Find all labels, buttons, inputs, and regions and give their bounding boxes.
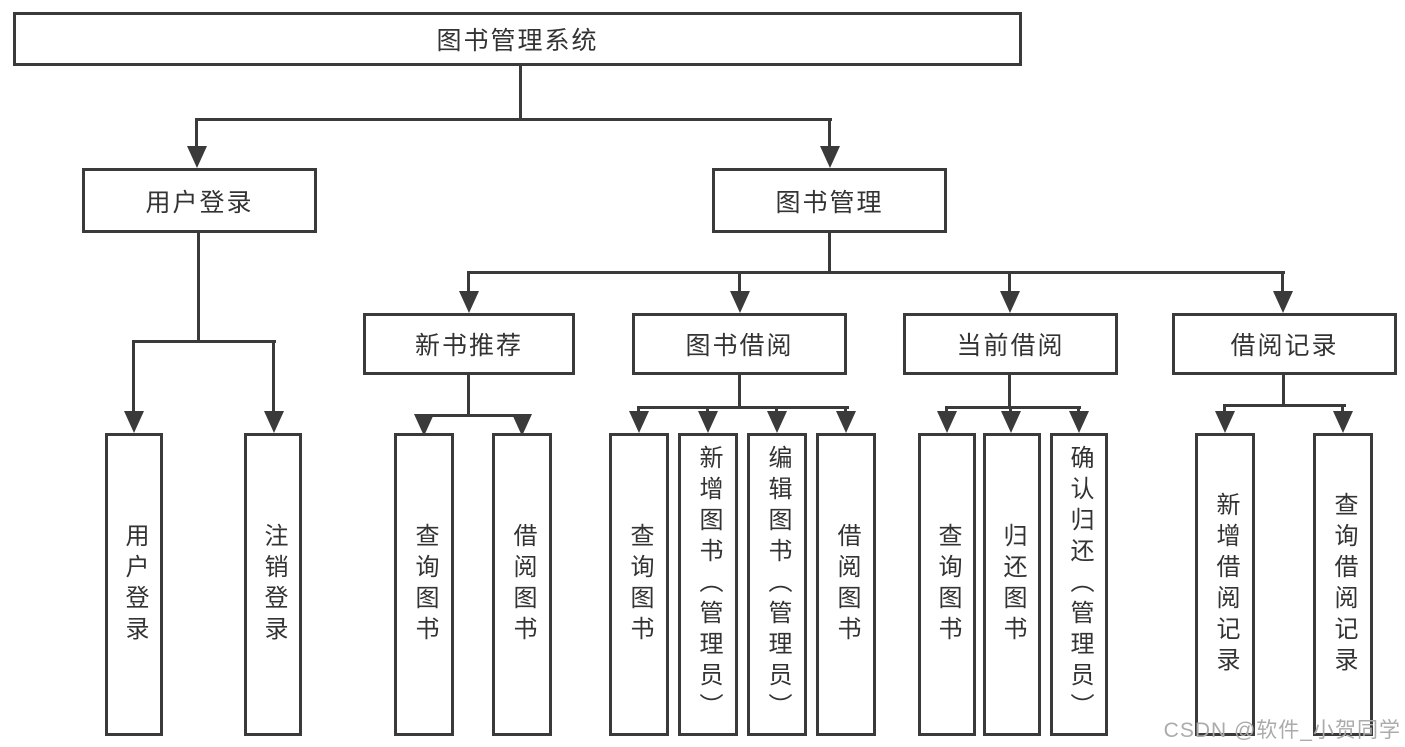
node-leaf-cb-return-book: 归还图书 — [983, 433, 1041, 736]
connector-arrow-book-borrow — [738, 271, 741, 291]
connector-rail-book-borrow — [637, 406, 849, 409]
node-leaf-bb-query-books-label: 查询图书 — [626, 522, 653, 647]
node-leaf-cb-query-books-label: 查询图书 — [934, 522, 961, 647]
connector-arrow-cb-return — [1009, 406, 1012, 411]
node-leaf-br-add-record-label: 新增借阅记录 — [1212, 491, 1239, 678]
node-leaf-cb-return-book-label: 归还图书 — [999, 522, 1026, 647]
connector-arrow-bb-edit — [775, 406, 778, 411]
connector-stem-book-borrow — [738, 375, 741, 409]
connector-arrow-bb-add — [706, 406, 709, 411]
node-leaf-bb-query-books: 查询图书 — [609, 433, 669, 736]
connector-arrow-cb-confirm — [1077, 406, 1080, 411]
connector-arrow-br-query — [1341, 404, 1344, 411]
node-borrow-records-label: 借阅记录 — [1230, 332, 1339, 360]
connector-stem-user-login — [197, 233, 200, 343]
node-leaf-bb-borrow-books-label: 借阅图书 — [833, 522, 860, 647]
node-current-borrow: 当前借阅 — [903, 313, 1118, 375]
connector-arrow-bb-query — [637, 406, 640, 411]
node-current-borrow-label: 当前借阅 — [956, 332, 1065, 360]
connector-rail-borrow-records — [1223, 404, 1346, 407]
connector-arrow-borrow-records — [1281, 271, 1284, 291]
node-user-login-label: 用户登录 — [145, 188, 254, 217]
connector-rail-new-book — [422, 414, 525, 417]
connector-stem-borrow-records — [1282, 375, 1285, 407]
node-book-management-label: 图书管理 — [775, 188, 884, 217]
node-root-label: 图书管理系统 — [436, 27, 599, 55]
node-new-book-recommend: 新书推荐 — [363, 313, 575, 375]
connector-stem-root — [519, 66, 522, 120]
connector-arrow-current-borrow — [1008, 271, 1011, 291]
node-leaf-cb-query-books: 查询图书 — [918, 433, 976, 736]
connector-arrow-br-add — [1223, 404, 1226, 411]
connector-rail-level1 — [196, 118, 832, 121]
connector-arrow-cb-query — [945, 406, 948, 411]
node-leaf-logout-label: 注销登录 — [260, 522, 287, 647]
connector-arrow-bb-borrow — [844, 406, 847, 411]
connector-arrow-user-login — [195, 118, 198, 146]
node-leaf-nb-query-books: 查询图书 — [394, 433, 454, 736]
connector-rail-current-borrow — [945, 406, 1081, 409]
node-book-management: 图书管理 — [712, 168, 947, 233]
node-leaf-nb-query-books-label: 查询图书 — [411, 522, 438, 647]
connector-arrow-leaf-logout — [272, 340, 275, 411]
node-user-login: 用户登录 — [82, 168, 317, 233]
node-leaf-bb-borrow-books: 借阅图书 — [816, 433, 876, 736]
connector-rail-level2 — [467, 271, 1285, 274]
node-leaf-nb-borrow-books-label: 借阅图书 — [509, 522, 536, 647]
connector-arrow-leaf-user-login — [132, 340, 135, 411]
connector-stem-book-management — [828, 233, 831, 274]
node-book-borrow: 图书借阅 — [632, 313, 847, 375]
node-root: 图书管理系统 — [13, 12, 1022, 66]
watermark: CSDN @软件_小贺同学 — [1163, 719, 1401, 742]
node-leaf-cb-confirm-return-admin: 确认归还（管理员） — [1050, 433, 1108, 736]
node-book-borrow-label: 图书借阅 — [685, 332, 794, 360]
node-leaf-user-login: 用户登录 — [105, 433, 163, 736]
node-borrow-records: 借阅记录 — [1172, 313, 1397, 375]
node-leaf-br-query-record-label: 查询借阅记录 — [1330, 491, 1357, 678]
node-leaf-br-query-record: 查询借阅记录 — [1313, 433, 1373, 736]
node-leaf-bb-add-book-admin: 新增图书（管理员） — [678, 433, 738, 736]
node-leaf-br-add-record: 新增借阅记录 — [1195, 433, 1255, 736]
node-leaf-cb-confirm-return-admin-label: 确认归还（管理员） — [1066, 445, 1093, 724]
connector-arrow-book-management — [828, 118, 831, 146]
connector-rail-user-login — [132, 340, 276, 343]
node-leaf-logout: 注销登录 — [244, 433, 302, 736]
node-leaf-bb-add-book-admin-label: 新增图书（管理员） — [695, 445, 722, 724]
node-leaf-bb-edit-book-admin-label: 编辑图书（管理员） — [764, 445, 791, 724]
node-leaf-nb-borrow-books: 借阅图书 — [492, 433, 552, 736]
node-new-book-recommend-label: 新书推荐 — [414, 332, 523, 360]
connector-arrow-new-book — [467, 271, 470, 291]
node-leaf-user-login-label: 用户登录 — [121, 522, 148, 647]
connector-stem-current-borrow — [1008, 375, 1011, 409]
node-leaf-bb-edit-book-admin: 编辑图书（管理员） — [747, 433, 807, 736]
connector-stem-new-book — [467, 375, 470, 417]
